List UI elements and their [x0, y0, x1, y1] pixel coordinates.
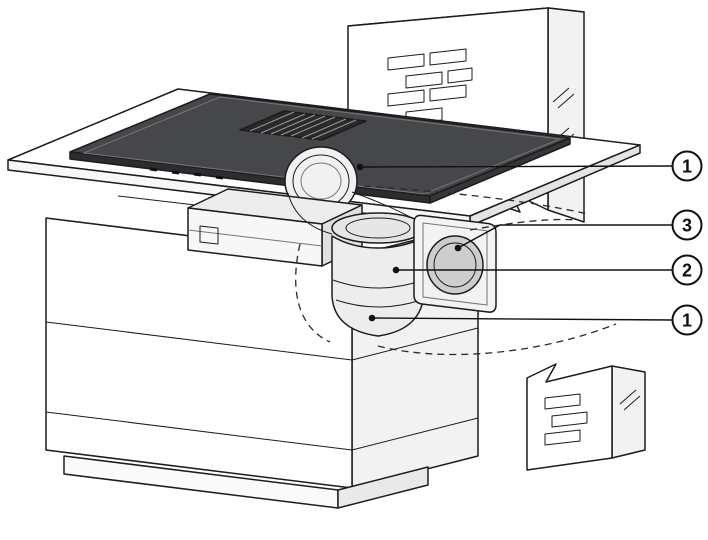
leader-1-top-dot [356, 163, 364, 171]
leader-3-dot [454, 244, 462, 252]
callout-1-bottom-label: 1 [682, 311, 692, 331]
callout-2: 2 [671, 254, 703, 286]
filter-access-panel [199, 225, 219, 245]
sleeve-hole-outer [426, 235, 484, 295]
duct-neck-left [287, 192, 333, 235]
ring-bore [300, 162, 342, 200]
callout-3-circle [671, 209, 703, 241]
elbow-seam-2 [335, 299, 422, 308]
mounting-collar-inner [345, 217, 411, 239]
dashed-run-upper [363, 185, 589, 215]
sleeve-plate-inner-line [422, 222, 488, 306]
brick [544, 393, 581, 410]
drawer-line-2-side [351, 417, 479, 451]
leader-1-bottom-dot [368, 314, 376, 322]
drawer-line-1-side [351, 327, 479, 361]
brick [551, 411, 588, 428]
elbow-body [331, 235, 425, 337]
callout-2-circle [671, 254, 703, 286]
sleeve-hole-inner [433, 242, 477, 288]
brick [387, 53, 425, 71]
dashed-run-sleeve [469, 218, 579, 231]
callout-3-label: 3 [682, 216, 692, 236]
drawer-line-1 [45, 321, 353, 361]
cooktop-right-edge [429, 137, 571, 204]
brick [544, 429, 581, 446]
plinth-side [337, 466, 429, 509]
brick [429, 48, 467, 66]
brick-hatch-lower [544, 393, 588, 446]
callout-1-top-circle [671, 150, 703, 182]
grille-slats [249, 111, 357, 140]
callout-1-bottom: 1 [671, 304, 703, 336]
lower-wall-front-face [526, 363, 613, 471]
dashed-run-lower [377, 323, 617, 356]
callout-1-top-label: 1 [682, 157, 692, 177]
extractor-seam [187, 229, 323, 247]
callout-badges: 1 3 2 1 [671, 150, 703, 336]
extractor-front-face [187, 207, 323, 267]
leader-1-bottom [371, 317, 673, 321]
callout-2-label: 2 [682, 261, 692, 281]
leader-3 [457, 224, 672, 249]
brick [447, 67, 473, 84]
callout-1-bottom-circle [671, 304, 703, 336]
leader-2-dot [392, 266, 400, 274]
wall-sleeve-plate [413, 214, 497, 313]
hidden-duct-run-lines [295, 185, 617, 356]
masonry-section-marks-lower [619, 389, 641, 411]
brick [387, 89, 425, 107]
lower-wall-side-face [611, 365, 646, 459]
dashed-elbow-arc [295, 243, 331, 343]
control-marks [149, 167, 224, 180]
leader-1-top [359, 165, 673, 168]
callout-3: 3 [671, 209, 703, 241]
lower-wall [526, 363, 646, 471]
brick-hatch-upper [387, 48, 473, 125]
brick [429, 84, 467, 102]
brick [405, 71, 443, 89]
callout-1-top: 1 [671, 150, 703, 182]
drawer-line-2 [45, 411, 353, 451]
downdraft-grille [239, 110, 367, 141]
callout-leaders [356, 163, 673, 322]
